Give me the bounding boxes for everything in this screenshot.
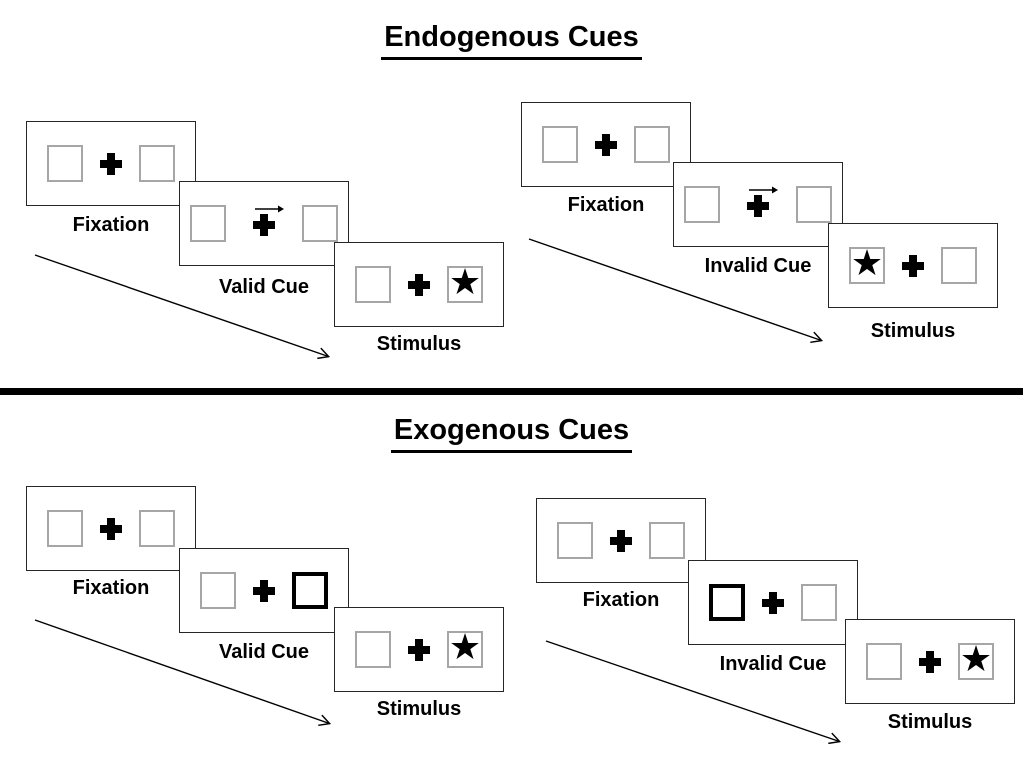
- star-icon: ★: [448, 262, 482, 303]
- placeholder-square-left: [557, 522, 593, 559]
- fixation-cross-icon: [610, 529, 632, 552]
- screen-endogenous-invalid-fixation: [521, 102, 691, 187]
- screen-exogenous-valid-fixation: [26, 486, 196, 571]
- screen-endogenous-valid-fixation: [26, 121, 196, 206]
- placeholder-square-right: [139, 510, 175, 547]
- fixation-cross-icon: [595, 133, 617, 156]
- target-star-square: ★: [447, 627, 483, 668]
- fixation-cross-icon: [253, 579, 275, 602]
- screen-exogenous-invalid-fixation: [536, 498, 706, 583]
- label-fixation: Fixation: [72, 214, 150, 236]
- fixation-cross-icon: [100, 152, 122, 175]
- screen-exogenous-valid-cue: [179, 548, 349, 633]
- label-valid-cue: Valid Cue: [218, 276, 310, 298]
- label-stimulus: Stimulus: [887, 711, 973, 733]
- placeholder-square-left: [866, 643, 902, 680]
- endogenous-title-row: Endogenous Cues: [0, 20, 1023, 60]
- label-stimulus: Stimulus: [376, 333, 462, 355]
- screen-endogenous-valid-stimulus: ★: [334, 242, 504, 327]
- timeline-arrow-exogenous-valid: [34, 619, 328, 723]
- placeholder-square-left: [47, 510, 83, 547]
- star-icon: ★: [850, 243, 884, 284]
- exogenous-section-title: Exogenous Cues: [390, 413, 633, 453]
- exogenous-title-row: Exogenous Cues: [0, 413, 1023, 453]
- label-fixation: Fixation: [582, 589, 660, 611]
- placeholder-square-left: [200, 572, 236, 609]
- endogenous-section-title: Endogenous Cues: [381, 20, 642, 60]
- screen-exogenous-invalid-cue: [688, 560, 858, 645]
- cue-highlight-square: [709, 584, 745, 621]
- fixation-cross-icon: [408, 273, 430, 296]
- fixation-cross-icon: [747, 195, 769, 217]
- placeholder-square-left: [684, 186, 720, 223]
- screen-endogenous-valid-cue: [179, 181, 349, 266]
- cue-right-arrow-icon: [255, 205, 284, 213]
- placeholder-square-right: [796, 186, 832, 223]
- screen-endogenous-invalid-cue: [673, 162, 843, 247]
- placeholder-square-left: [355, 631, 391, 668]
- star-icon: ★: [959, 639, 993, 680]
- placeholder-square-right: [941, 247, 977, 284]
- placeholder-square-left: [355, 266, 391, 303]
- cue-right-arrow-icon: [749, 186, 778, 194]
- target-star-square: ★: [447, 262, 483, 303]
- label-stimulus: Stimulus: [376, 698, 462, 720]
- placeholder-square-right: [139, 145, 175, 182]
- target-star-square: ★: [958, 639, 994, 680]
- label-fixation: Fixation: [72, 577, 150, 599]
- placeholder-square-right: [634, 126, 670, 163]
- timeline-arrow-endogenous-valid: [34, 254, 327, 356]
- label-invalid-cue: Invalid Cue: [719, 653, 827, 675]
- cue-highlight-square: [292, 572, 328, 609]
- screen-exogenous-valid-stimulus: ★: [334, 607, 504, 692]
- timeline-arrow-endogenous-invalid: [528, 238, 820, 340]
- star-icon: ★: [448, 627, 482, 668]
- placeholder-square-right: [801, 584, 837, 621]
- fixation-cross-icon: [100, 517, 122, 540]
- label-invalid-cue: Invalid Cue: [704, 255, 812, 277]
- label-stimulus: Stimulus: [870, 320, 956, 342]
- fixation-cross-icon: [919, 650, 941, 673]
- fixation-cross-icon: [902, 254, 924, 277]
- target-star-square: ★: [849, 243, 885, 284]
- placeholder-square-left: [542, 126, 578, 163]
- placeholder-square-left: [47, 145, 83, 182]
- fixation-cross-icon: [253, 214, 275, 236]
- label-valid-cue: Valid Cue: [218, 641, 310, 663]
- placeholder-square-right: [649, 522, 685, 559]
- screen-endogenous-invalid-stimulus: ★: [828, 223, 998, 308]
- label-fixation: Fixation: [567, 194, 645, 216]
- fixation-cross-icon: [762, 591, 784, 614]
- fixation-cross-icon: [408, 638, 430, 661]
- screen-exogenous-invalid-stimulus: ★: [845, 619, 1015, 704]
- placeholder-square-left: [190, 205, 226, 242]
- section-divider: [0, 388, 1023, 395]
- timeline-arrow-exogenous-invalid: [545, 640, 838, 741]
- placeholder-square-right: [302, 205, 338, 242]
